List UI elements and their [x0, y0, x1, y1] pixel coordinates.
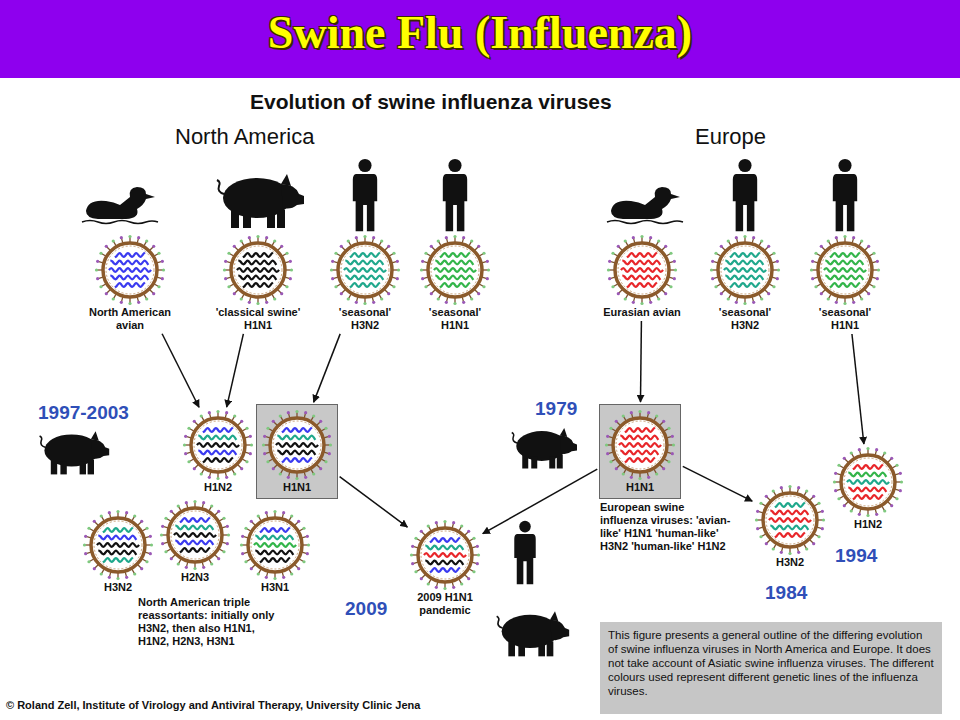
pig-icon	[217, 174, 304, 228]
virus-particle	[239, 509, 311, 581]
virus-node: 2009 H1N1 pandemic	[409, 519, 481, 617]
arrow-connector	[483, 469, 598, 534]
virus-node: H3N2	[754, 484, 826, 569]
virus-node: 'seasonal' H3N2	[705, 234, 785, 332]
virus-particle	[709, 234, 781, 306]
virus-node: H1N1European swine influenza viruses: 'a…	[599, 404, 681, 499]
virus-node: H1N2	[832, 446, 904, 531]
virus-node: North American avian	[80, 234, 180, 332]
page-title: Swine Flu (Influenza)	[0, 6, 960, 59]
arrow-connector	[683, 466, 752, 501]
virus-particle	[159, 499, 231, 571]
human-icon	[353, 159, 377, 231]
note-text: This figure presents a general outline o…	[608, 628, 934, 698]
virus-particle	[261, 409, 333, 481]
note-text: North American triple reassortants: init…	[138, 596, 288, 648]
virus-label: H1N1	[262, 481, 332, 494]
virus-particle	[329, 234, 401, 306]
human-icon	[833, 159, 857, 231]
copyright: © Roland Zell, Institute of Virology and…	[6, 699, 420, 711]
arrow-connector	[227, 334, 244, 407]
region-heading: Europe	[695, 124, 766, 150]
virus-particle	[809, 234, 881, 306]
duck-icon	[607, 187, 683, 224]
virus-node: H2N3	[159, 499, 231, 584]
pig-icon	[512, 428, 577, 469]
virus-particle	[82, 509, 154, 581]
virus-label: H1N2	[183, 481, 253, 494]
virus-node: H3N2	[82, 509, 154, 594]
virus-node: H1N2	[182, 409, 254, 494]
virus-label: H1N1	[605, 481, 675, 494]
human-icon	[733, 159, 757, 231]
virus-label: 'classical swine' H1N1	[211, 306, 306, 332]
virus-particle	[832, 446, 904, 518]
duck-icon	[82, 187, 158, 224]
region-heading: North America	[175, 124, 314, 150]
virus-label: H2N3	[160, 571, 230, 584]
arrow-connector	[162, 334, 199, 407]
virus-label: H1N2	[833, 518, 903, 531]
human-icon	[443, 159, 467, 231]
virus-label: 'seasonal' H1N1	[805, 306, 885, 332]
pig-icon	[497, 611, 570, 656]
virus-label: H3N1	[240, 581, 310, 594]
virus-node: 'seasonal' H1N1	[805, 234, 885, 332]
virus-particle	[94, 234, 166, 306]
virus-particle	[409, 519, 481, 591]
virus-node: Eurasian avian	[603, 234, 681, 319]
virus-label: Eurasian avian	[603, 306, 681, 319]
virus-node: H1N1	[256, 404, 338, 499]
pig-icon	[40, 431, 110, 474]
virus-particle	[182, 409, 254, 481]
virus-particle	[606, 234, 678, 306]
arrow-connector	[640, 321, 642, 402]
virus-node: 'classical swine' H1N1	[211, 234, 306, 332]
virus-particle	[754, 484, 826, 556]
virus-label: 'seasonal' H1N1	[415, 306, 495, 332]
virus-label: 'seasonal' H3N2	[325, 306, 405, 332]
virus-label: H3N2	[83, 581, 153, 594]
virus-particle	[419, 234, 491, 306]
virus-node: 'seasonal' H1N1	[415, 234, 495, 332]
subtitle: Evolution of swine influenza viruses	[250, 90, 612, 114]
year-label: 1984	[765, 582, 807, 604]
human-icon	[514, 521, 535, 585]
arrow-connector	[340, 477, 408, 527]
virus-label: H3N2	[755, 556, 825, 569]
group-note: European swine influenza viruses: 'avian…	[600, 501, 735, 553]
virus-node: 'seasonal' H3N2	[325, 234, 405, 332]
arrow-connector	[852, 334, 864, 444]
year-label: 1979	[535, 398, 577, 420]
virus-node: H3N1	[239, 509, 311, 594]
year-label: 1997-2003	[38, 402, 129, 424]
virus-label: 'seasonal' H3N2	[705, 306, 785, 332]
virus-label: 2009 H1N1 pandemic	[409, 591, 481, 617]
virus-particle	[222, 234, 294, 306]
virus-label: North American avian	[80, 306, 180, 332]
year-label: 2009	[345, 598, 387, 620]
virus-particle	[604, 409, 676, 481]
arrow-connector	[314, 334, 341, 402]
note-box: This figure presents a general outline o…	[600, 622, 942, 714]
year-label: 1994	[835, 545, 877, 567]
